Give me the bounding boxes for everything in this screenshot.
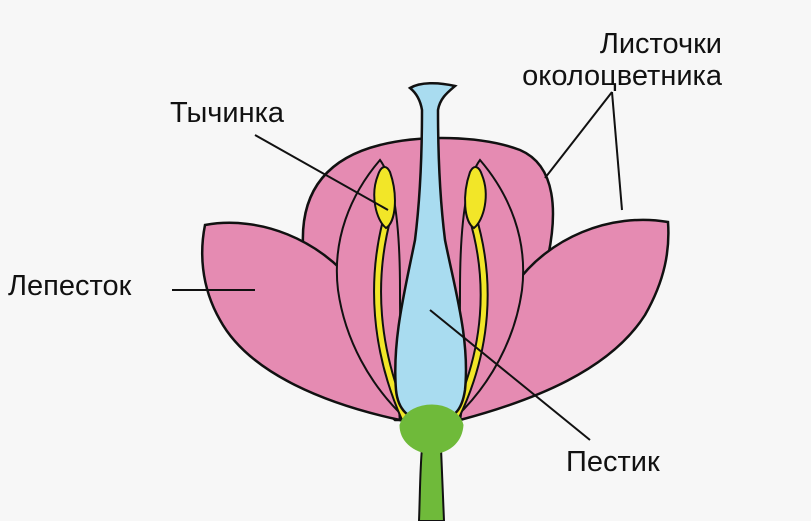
stamen-anther-right xyxy=(464,166,487,230)
label-perianth-line1: Листочки xyxy=(599,28,722,60)
leader-line-perianth-2 xyxy=(611,91,623,211)
label-perianth-leaves: Листочки околоцветника xyxy=(500,28,722,92)
label-perianth-line2: околоцветника xyxy=(522,60,722,92)
label-pistil: Пестик xyxy=(566,446,660,478)
leader-line-perianth-1 xyxy=(544,91,613,179)
leader-line-stamen xyxy=(254,134,389,211)
stem xyxy=(417,447,446,521)
stamen-anther-left xyxy=(373,166,396,230)
label-stamen: Тычинка xyxy=(170,97,285,129)
receptacle xyxy=(399,404,464,455)
label-petal: Лепесток xyxy=(8,270,132,302)
leader-line-pistil xyxy=(429,309,591,441)
